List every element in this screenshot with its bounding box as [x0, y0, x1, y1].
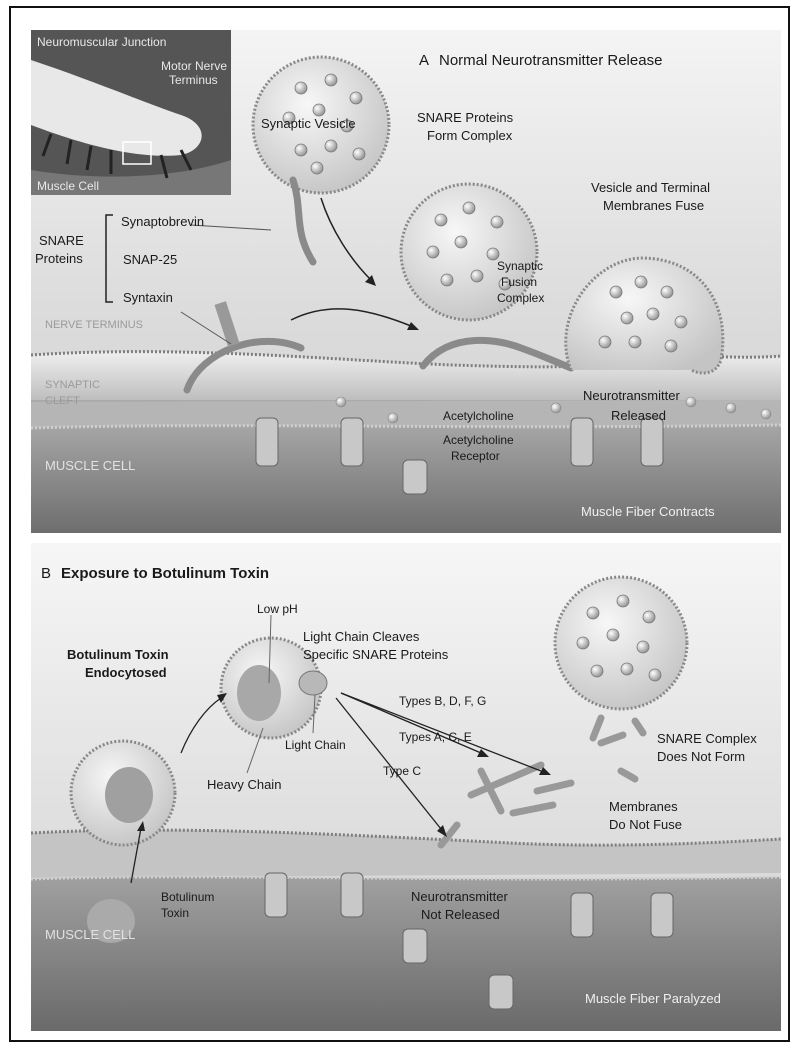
snare-group-label-1: SNARE — [39, 233, 84, 248]
contracts-label: Muscle Fiber Contracts — [581, 504, 715, 519]
fuse-label-2: Membranes Fuse — [603, 198, 704, 213]
type-c-label: Type C — [383, 764, 421, 778]
inset-nerve-label: Motor Nerve — [161, 59, 227, 73]
panel-b-muscle-cell-label: MUSCLE CELL — [45, 927, 135, 942]
released-label-2: Released — [611, 408, 666, 423]
snare-group-label-2: Proteins — [35, 251, 83, 266]
muscle-cell-label: MUSCLE CELL — [45, 458, 135, 473]
snap25-label: SNAP-25 — [123, 252, 177, 267]
botulinum-toxin-label-1: Botulinum — [161, 890, 214, 904]
fusion-complex-label-3: Complex — [497, 291, 544, 305]
types-bdfg-label: Types B, D, F, G — [399, 694, 486, 708]
not-released-label-1: Neurotransmitter — [411, 889, 508, 904]
panel-a-illustration: Neuromuscular Junction Motor Nerve Termi… — [31, 30, 781, 533]
snare-form-label-2: Form Complex — [427, 128, 513, 143]
synaptobrevin-label: Synaptobrevin — [121, 214, 204, 229]
no-complex-label-2: Does Not Form — [657, 749, 745, 764]
receptor-label-2: Receptor — [451, 449, 500, 463]
botulinum-toxin-label-2: Toxin — [161, 906, 189, 920]
synaptic-cleft-label-1: SYNAPTIC — [45, 379, 100, 391]
panel-a-letter: A — [419, 52, 429, 69]
fusion-complex-label-2: Fusion — [501, 275, 537, 289]
inset-cell-label: Muscle Cell — [37, 179, 99, 193]
syntaxin-label: Syntaxin — [123, 290, 173, 305]
panel-b-title: Exposure to Botulinum Toxin — [61, 565, 269, 582]
receptor-label-1: Acetylcholine — [443, 433, 514, 447]
synaptic-vesicle-label: Synaptic Vesicle — [261, 116, 356, 131]
panel-b-illustration: B Exposure to Botulinum Toxin Low pH Lig… — [31, 543, 781, 1031]
no-complex-label-1: SNARE Complex — [657, 731, 757, 746]
heavy-chain-label: Heavy Chain — [207, 777, 281, 792]
acetylcholine-label: Acetylcholine — [443, 409, 514, 423]
cleaves-label-2: Specific SNARE Proteins — [303, 647, 449, 662]
panel-b: B Exposure to Botulinum Toxin Low pH Lig… — [31, 543, 781, 1031]
nerve-terminus-label: NERVE TERMINUS — [45, 319, 143, 331]
paralyzed-label: Muscle Fiber Paralyzed — [585, 991, 721, 1006]
fusion-complex-label-1: Synaptic — [497, 259, 543, 273]
inset-nmj: Neuromuscular Junction Motor Nerve Termi… — [31, 30, 231, 195]
light-chain-label: Light Chain — [285, 738, 346, 752]
synaptic-cleft-label-2: CLEFT — [45, 395, 80, 407]
endocytosed-label-2: Endocytosed — [85, 665, 167, 680]
panel-a: Neuromuscular Junction Motor Nerve Termi… — [31, 30, 781, 533]
unfused-vesicle — [555, 577, 687, 709]
released-label-1: Neurotransmitter — [583, 388, 680, 403]
panel-b-letter: B — [41, 565, 51, 582]
fuse-label-1: Vesicle and Terminal — [591, 180, 710, 195]
snare-form-label-1: SNARE Proteins — [417, 110, 514, 125]
no-fuse-label-2: Do Not Fuse — [609, 817, 682, 832]
inset-title: Neuromuscular Junction — [37, 35, 166, 49]
panel-a-title: Normal Neurotransmitter Release — [439, 52, 662, 69]
no-fuse-label-1: Membranes — [609, 799, 678, 814]
inset-nerve-label-2: Terminus — [169, 73, 218, 87]
not-released-label-2: Not Released — [421, 907, 500, 922]
low-ph-label: Low pH — [257, 602, 298, 616]
cleaves-label-1: Light Chain Cleaves — [303, 629, 420, 644]
endocytosed-label-1: Botulinum Toxin — [67, 647, 169, 662]
types-ace-label: Types A, C, E — [399, 730, 472, 744]
